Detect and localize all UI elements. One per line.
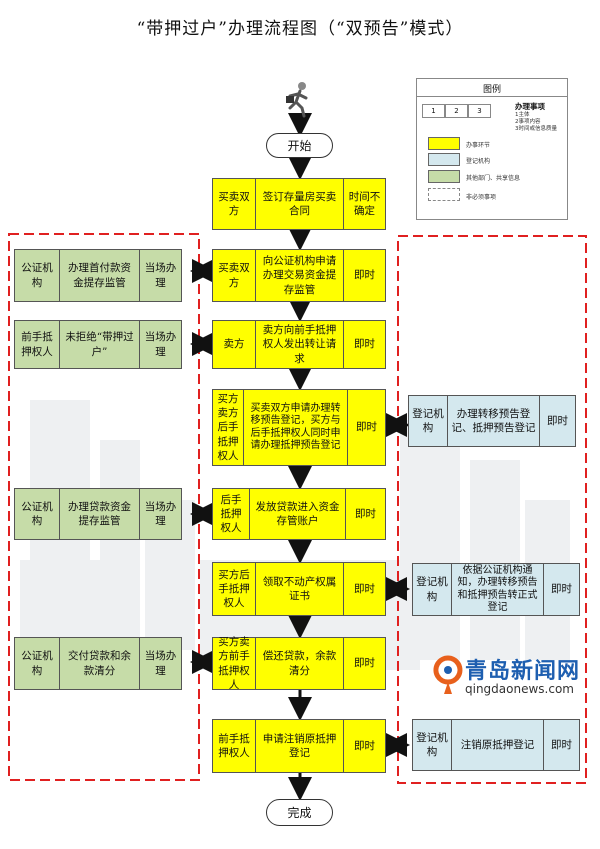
step-party: 买方后手抵押权人	[218, 568, 250, 610]
step-party: 后手抵押权人	[220, 493, 242, 535]
step-1: 买卖双方 签订存量房买卖合同 时间不确定	[212, 178, 386, 230]
legend-blue-label: 登记机构	[466, 158, 491, 165]
legend-sub-3: 3时间或信息质量	[515, 125, 557, 132]
right-time: 即时	[539, 396, 575, 446]
left-box-1: 公证机构 办理首付款资金提存监管 当场办理	[14, 249, 182, 302]
left-action: 办理贷款资金提存监管	[59, 489, 139, 539]
right-time: 即时	[543, 720, 579, 770]
right-box-1: 登记机构 办理转移预告登记、抵押预告登记 即时	[408, 395, 576, 447]
left-time: 当场办理	[139, 489, 181, 539]
runner-with-briefcase-icon	[286, 82, 308, 118]
legend-dashed-label: 非必须事项	[466, 194, 497, 201]
legend-green-swatch	[428, 170, 460, 183]
left-optional-group	[8, 233, 200, 781]
left-party: 公证机构	[21, 262, 53, 289]
left-box-3: 公证机构 办理贷款资金提存监管 当场办理	[14, 488, 182, 540]
step-action: 发放贷款进入资金存管账户	[249, 489, 345, 539]
right-party: 登记机构	[416, 731, 448, 758]
end-node: 完成	[266, 799, 333, 826]
step-time: 即时	[347, 390, 385, 465]
step-action: 向公证机构申请办理交易资金提存监管	[255, 250, 343, 301]
step-time: 即时	[343, 720, 385, 772]
qingdaonews-logo-icon	[433, 655, 463, 694]
right-action: 依据公证机构通知，办理转移预告和抵押预告转正式登记	[451, 564, 543, 615]
step-action: 签订存量房买卖合同	[255, 179, 343, 229]
left-action: 未拒绝“带押过户”	[59, 321, 139, 368]
step-7: 买方卖方前手抵押权人 偿还贷款，余款清分 即时	[212, 636, 386, 691]
left-box-4: 公证机构 交付贷款和余款清分 当场办理	[14, 637, 182, 690]
legend-yellow-swatch	[428, 137, 460, 150]
left-party: 前手抵押权人	[21, 331, 53, 358]
left-action: 办理首付款资金提存监管	[59, 250, 139, 301]
step-time: 即时	[343, 563, 385, 615]
step-8: 前手抵押权人 申请注销原抵押登记 即时	[212, 719, 386, 773]
right-box-3: 登记机构 注销原抵押登记 即时	[412, 719, 580, 771]
step-4: 买方卖方后手抵押权人 买卖双方申请办理转移预告登记，买方与后手抵押权人同时申请办…	[212, 389, 386, 466]
step-party: 买卖双方	[218, 190, 250, 217]
step-time: 即时	[345, 489, 385, 539]
left-time: 当场办理	[139, 321, 181, 368]
watermark-url: qingdaonews.com	[465, 682, 574, 696]
step-party: 前手抵押权人	[218, 732, 250, 759]
legend-dashed-swatch	[428, 188, 460, 201]
legend-number-3: 3	[468, 104, 491, 118]
step-party: 买方卖方前手抵押权人	[218, 636, 250, 691]
step-2: 买卖双方 向公证机构申请办理交易资金提存监管 即时	[212, 249, 386, 302]
legend-yellow-label: 办事环节	[466, 142, 491, 149]
legend-green-label: 其他部门、共享信息	[466, 175, 521, 182]
step-5: 后手抵押权人 发放贷款进入资金存管账户 即时	[212, 488, 386, 540]
legend-blue-swatch	[428, 153, 460, 166]
step-time: 时间不确定	[343, 179, 385, 229]
left-action: 交付贷款和余款清分	[59, 638, 139, 689]
legend-number-1: 1	[422, 104, 445, 118]
right-party: 登记机构	[416, 576, 448, 603]
left-box-2: 前手抵押权人 未拒绝“带押过户” 当场办理	[14, 320, 182, 369]
right-action: 注销原抵押登记	[451, 720, 543, 770]
legend-sub-1: 1主体	[515, 112, 530, 118]
right-box-2: 登记机构 依据公证机构通知，办理转移预告和抵押预告转正式登记 即时	[412, 563, 580, 616]
page-title: “带押过户”办理流程图（“双预告”模式）	[136, 19, 464, 39]
right-action: 办理转移预告登记、抵押预告登记	[447, 396, 539, 446]
watermark-brand: 青岛新闻网	[465, 659, 581, 684]
legend-item-sub: 1主体 2事项内容 3时间或信息质量	[515, 112, 557, 133]
right-optional-group	[397, 235, 587, 784]
step-6: 买方后手抵押权人 领取不动产权属证书 即时	[212, 562, 386, 616]
left-party: 公证机构	[21, 650, 53, 677]
step-time: 即时	[343, 638, 385, 689]
right-time: 即时	[543, 564, 579, 615]
step-3: 卖方 卖方向前手抵押权人发出转让请求 即时	[212, 320, 386, 369]
legend-item-title: 办理事项	[515, 102, 545, 111]
left-time: 当场办理	[139, 250, 181, 301]
legend-divider	[417, 96, 567, 97]
side-link-arrows	[190, 259, 410, 757]
step-time: 即时	[343, 321, 385, 368]
step-action: 领取不动产权属证书	[255, 563, 343, 615]
left-time: 当场办理	[139, 638, 181, 689]
step-time: 即时	[343, 250, 385, 301]
legend-number-2: 2	[445, 104, 468, 118]
step-party: 买卖双方	[218, 262, 250, 289]
step-party: 买方卖方后手抵押权人	[217, 393, 239, 462]
step-action: 卖方向前手抵押权人发出转让请求	[255, 321, 343, 368]
step-action: 申请注销原抵押登记	[255, 720, 343, 772]
step-action: 买卖双方申请办理转移预告登记，买方与后手抵押权人同时申请办理抵押预告登记	[243, 390, 347, 465]
legend-title: 图例	[482, 85, 501, 95]
legend-sub-2: 2事项内容	[515, 118, 541, 125]
left-party: 公证机构	[21, 500, 53, 527]
step-party: 卖方	[223, 338, 245, 351]
start-node: 开始	[266, 133, 333, 158]
right-party: 登记机构	[412, 407, 444, 434]
step-action: 偿还贷款，余款清分	[255, 638, 343, 689]
